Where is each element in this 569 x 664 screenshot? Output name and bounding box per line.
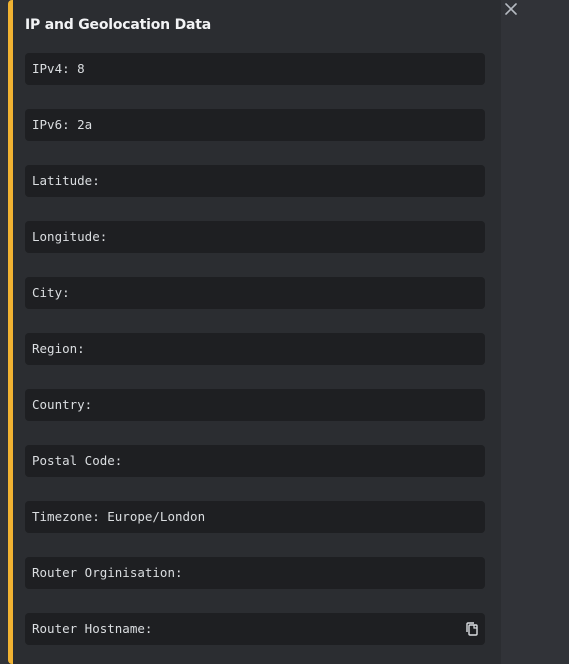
field-longitude[interactable]: Longitude: (25, 221, 485, 253)
embed-title: IP and Geolocation Data (25, 17, 211, 33)
field-ipv4-text: IPv4: 8 (32, 61, 85, 76)
field-country-text: Country: (32, 397, 93, 412)
field-timezone-text: Timezone: Europe/London (32, 509, 206, 524)
field-region-text: Region: (32, 341, 85, 356)
field-postal-code[interactable]: Postal Code: (25, 445, 485, 477)
field-router-hostname[interactable]: Router Hostname: (25, 613, 485, 645)
field-city-text: City: (32, 285, 70, 300)
field-ipv4[interactable]: IPv4: 8 (25, 53, 485, 85)
field-router-organisation[interactable]: Router Orginisation: (25, 557, 485, 589)
field-latitude[interactable]: Latitude: (25, 165, 485, 197)
field-longitude-text: Longitude: (32, 229, 108, 244)
copy-icon[interactable] (464, 621, 480, 637)
field-router-hostname-text: Router Hostname: (32, 621, 153, 636)
field-postal-code-text: Postal Code: (32, 453, 123, 468)
field-latitude-text: Latitude: (32, 173, 100, 188)
field-region[interactable]: Region: (25, 333, 485, 365)
field-city[interactable]: City: (25, 277, 485, 309)
field-country[interactable]: Country: (25, 389, 485, 421)
embed-card: IP and Geolocation Data IPv4: 8 IPv6: 2a… (8, 0, 501, 664)
close-icon[interactable] (502, 1, 520, 19)
field-ipv6-text: IPv6: 2a (32, 117, 93, 132)
field-router-organisation-text: Router Orginisation: (32, 565, 183, 580)
field-timezone[interactable]: Timezone: Europe/London (25, 501, 485, 533)
field-ipv6[interactable]: IPv6: 2a (25, 109, 485, 141)
